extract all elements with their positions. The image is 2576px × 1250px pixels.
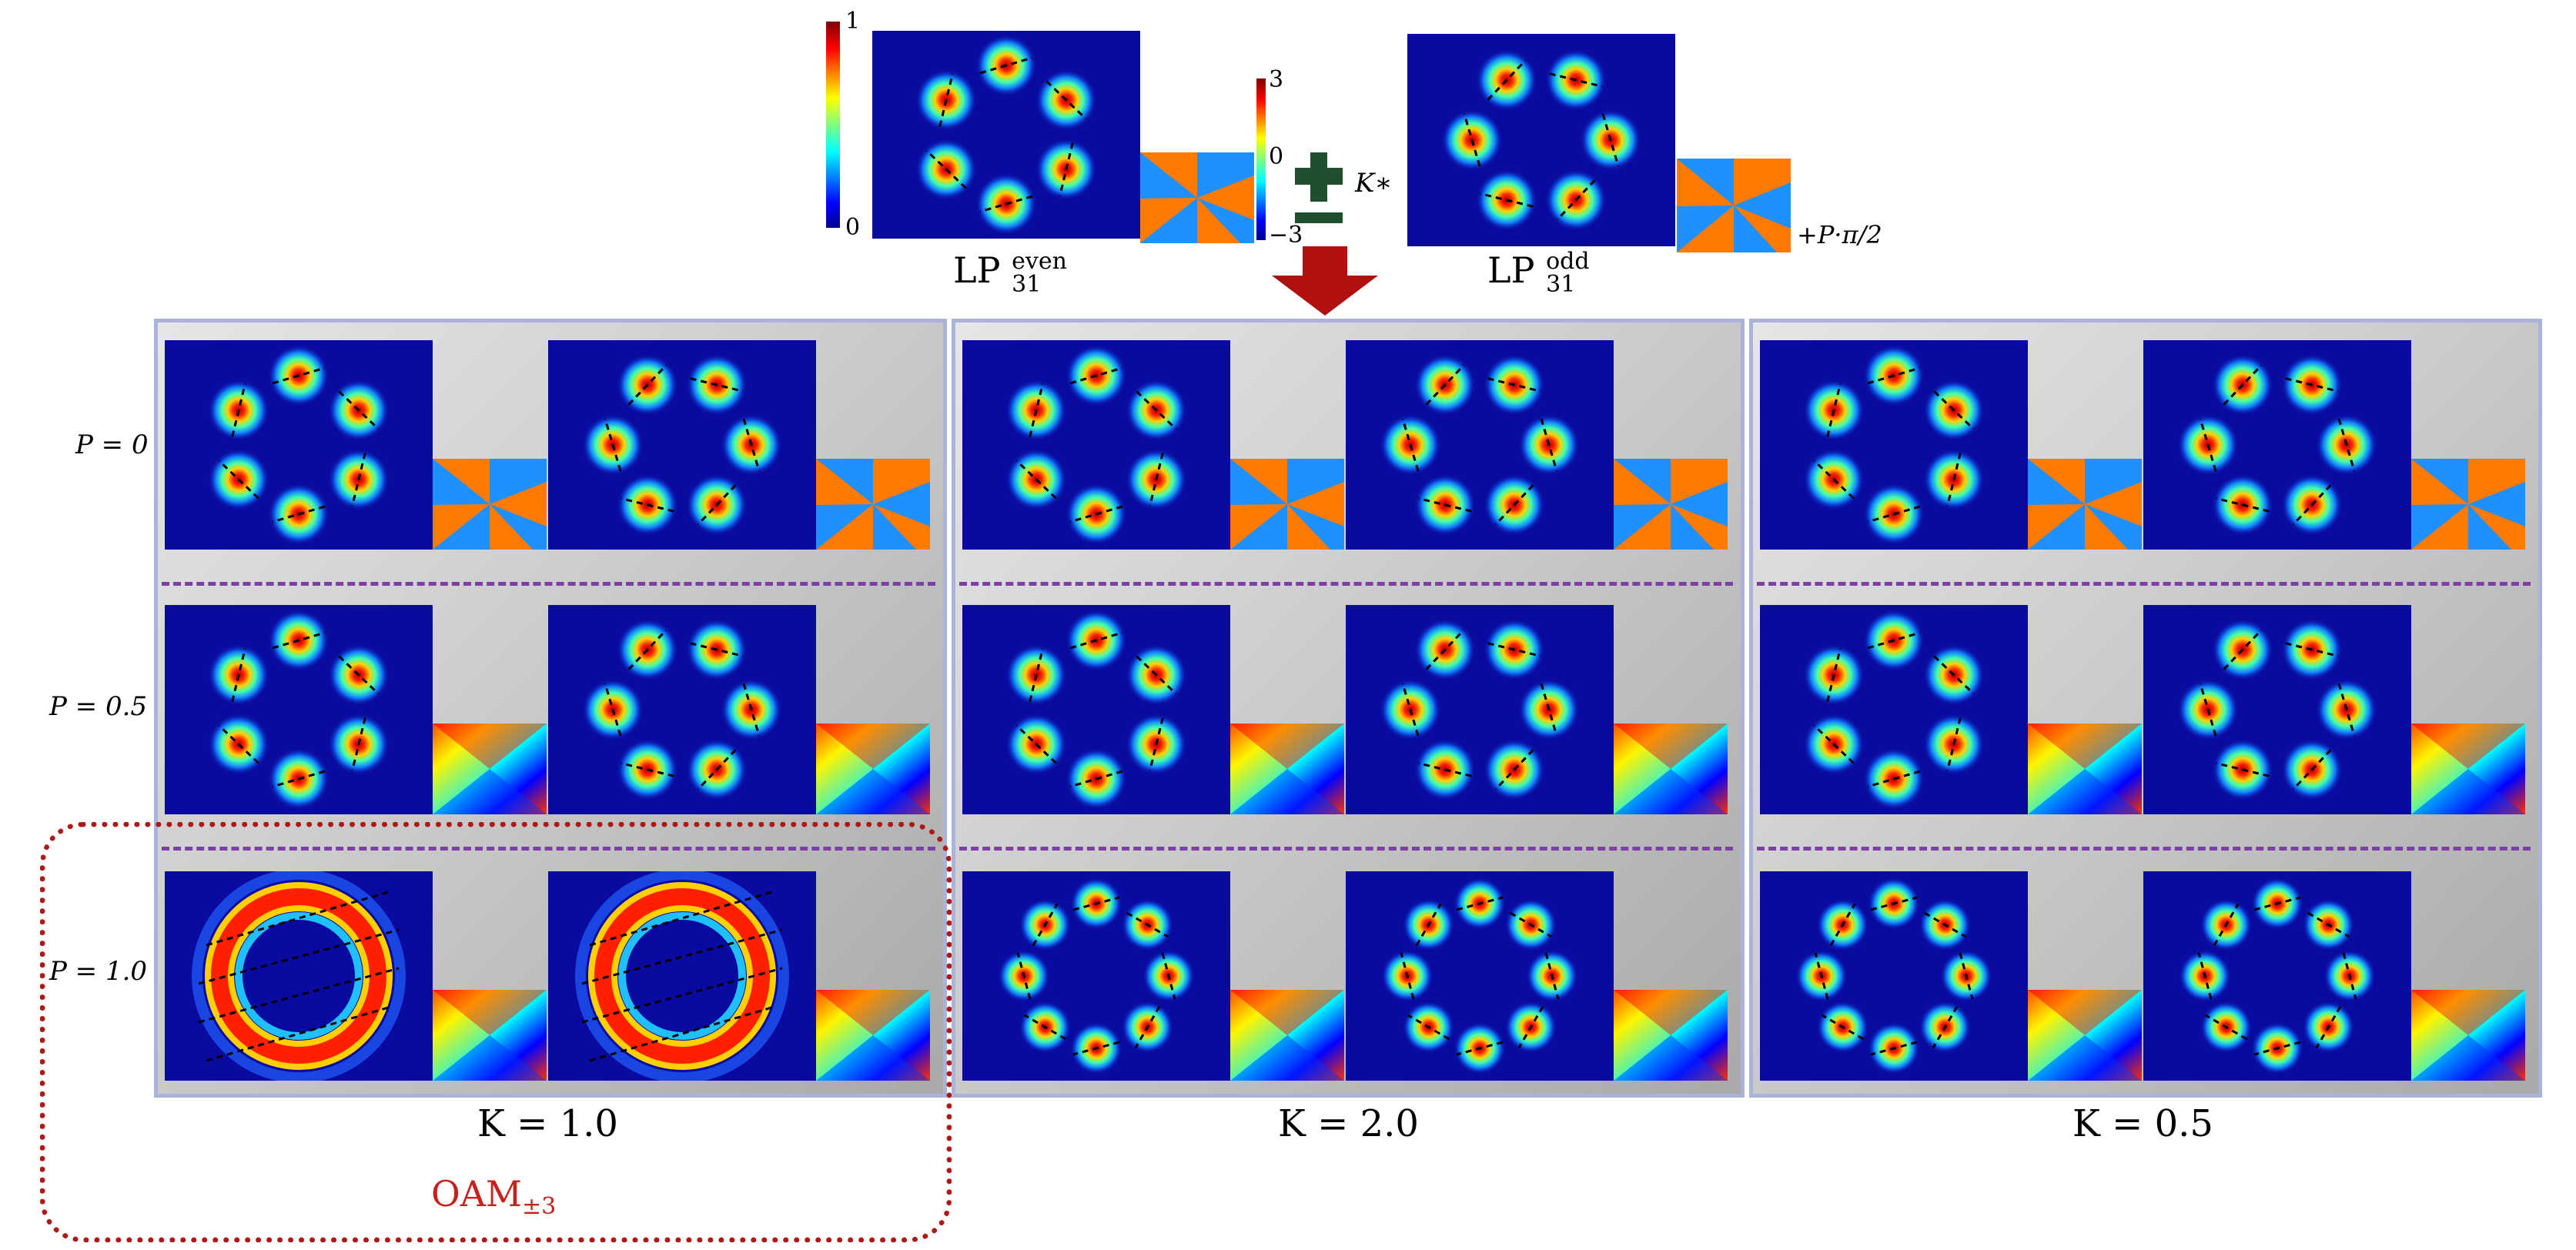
intensity-map [548,871,816,1081]
lp-even-sup: even [1012,248,1067,275]
oam-label-sub: ±3 [522,1193,557,1221]
phase-map [816,724,930,814]
lp-odd-sub: 31 [1546,271,1576,298]
lp-odd-sup: odd [1546,248,1590,275]
row-label-p0: P = 0 [75,429,149,460]
phase-colorbar [1256,79,1266,240]
intensity-map [1760,605,2028,814]
lp-even-phase [1140,152,1254,243]
phase-map [433,459,547,550]
phase-map [433,724,547,814]
lp-odd-label: LP odd 31 [1487,249,1590,296]
intensity-map [1760,871,2028,1081]
oam-label: OAM±3 [431,1173,556,1220]
lp-odd-base: LP [1487,249,1535,291]
intensity-map [962,605,1230,814]
lp-even-label: LP even 31 [953,249,1067,296]
phase-map [2028,990,2142,1081]
plus-minus-icon [1293,152,1344,226]
down-arrow-icon [1272,246,1378,316]
intensity-colorbar [826,22,840,228]
row-separator [959,582,1733,586]
intensity-map [962,340,1230,550]
phase-map [2028,459,2142,550]
column-label-k1: K = 1.0 [477,1102,618,1145]
lp-odd-intensity [1407,34,1675,246]
column-label-k2: K = 2.0 [1278,1102,1419,1145]
intensity-map [1760,340,2028,550]
row-separator [1757,847,2531,851]
phase-colorbar-min: −3 [1269,222,1303,249]
six-lobe-pattern [872,31,1140,239]
intensity-map [1346,340,1614,550]
intensity-map [165,605,433,814]
p-term-label: +P·π/2 [1797,220,1882,249]
intensity-colorbar-min: 0 [845,214,861,241]
oam-label-base: OAM [431,1173,523,1215]
lp-even-sub: 31 [1012,271,1042,298]
k-operator-label: K∗ [1355,168,1393,199]
row-label-p1: P = 1.0 [49,956,148,987]
phase-colorbar-mid: 0 [1269,143,1284,170]
phase-map [2411,459,2525,550]
row-separator [162,847,935,851]
intensity-map [2143,605,2411,814]
phase-map [2411,724,2525,814]
intensity-map [548,340,816,550]
phase-map [1614,459,1728,550]
intensity-map [548,605,816,814]
row-separator [959,847,1733,851]
intensity-colorbar-max: 1 [845,8,861,35]
intensity-map [2143,871,2411,1081]
intensity-map [962,871,1230,1081]
intensity-map [165,340,433,550]
column-label-k05: K = 0.5 [2073,1102,2213,1145]
intensity-map [1346,871,1614,1081]
row-separator [1757,582,2531,586]
intensity-map [1346,605,1614,814]
intensity-map [2143,340,2411,550]
phase-map [1614,990,1728,1081]
row-label-p05: P = 0.5 [49,691,148,722]
oam-highlight-box [40,822,952,1242]
phase-colorbar-max: 3 [1269,66,1284,93]
lp-odd-phase [1677,159,1791,252]
lp-even-intensity [872,31,1140,239]
phase-map [1230,990,1344,1081]
phase-map [2028,724,2142,814]
phase-map [816,459,930,550]
phase-map [1614,724,1728,814]
row-separator [162,582,935,586]
intensity-map [165,871,433,1081]
phase-map [1230,724,1344,814]
phase-map [2411,990,2525,1081]
lp-even-base: LP [953,249,1001,291]
phase-map [1230,459,1344,550]
